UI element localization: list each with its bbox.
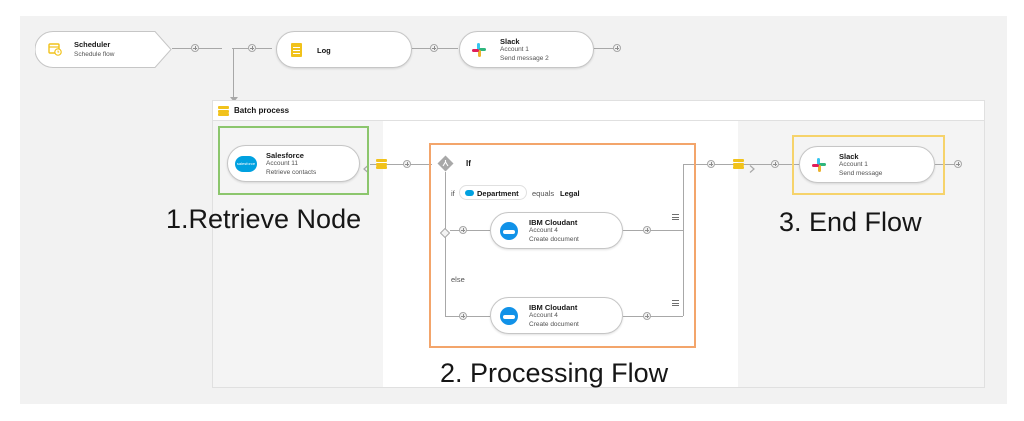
connector [623,316,683,317]
add-step-button[interactable] [707,160,715,168]
slack-title: Slack [500,37,520,46]
salesforce-cloud-icon [465,190,474,196]
if-label: If [466,159,471,168]
batch-process-header: Batch process [213,101,984,121]
branch-icon [437,155,454,172]
connector [233,48,234,100]
scheduler-node[interactable]: Scheduler Schedule flow [35,31,172,68]
chevron-right-icon [748,160,756,173]
processing-highlight-box [429,143,696,348]
add-step-button[interactable] [430,44,438,52]
add-step-button[interactable] [403,160,411,168]
scheduler-subtitle: Schedule flow [74,51,115,58]
batch-layers-icon [376,159,387,169]
log-title: Log [317,46,331,55]
cloudant-node-else[interactable]: IBM Cloudant Account 4 Create document [490,297,623,334]
cloudant-title: IBM Cloudant [529,218,578,227]
condition-operator: equals [532,189,555,198]
batch-layers-icon [218,106,229,116]
condition-prefix: if [451,189,455,198]
add-step-button[interactable] [459,226,467,234]
connector-arrow [230,97,238,102]
chevron-left-icon [362,160,370,173]
slack-end-title: Slack [839,152,859,161]
condition-field: Department [477,189,519,198]
slack-action: Send message 2 [500,55,549,62]
slack-account: Account 1 [500,46,529,53]
cloudant-title: IBM Cloudant [529,303,578,312]
connector [370,164,432,165]
scheduler-title: Scheduler [74,40,111,49]
salesforce-account: Account 11 [266,160,299,167]
scheduler-node-shape [35,31,172,68]
add-step-button[interactable] [643,226,651,234]
slack-node[interactable]: Slack Account 1 Send message 2 [459,31,594,68]
document-icon [291,43,302,57]
cloudant-node-if[interactable]: IBM Cloudant Account 4 Create document [490,212,623,249]
add-step-button[interactable] [459,312,467,320]
if-diamond[interactable] [437,155,454,172]
salesforce-node[interactable]: salesforce Salesforce Account 11 Retriev… [227,145,360,182]
add-step-button[interactable] [771,160,779,168]
batch-layers-icon [733,159,744,169]
add-step-button[interactable] [248,44,256,52]
slack-end-node[interactable]: Slack Account 1 Send message [799,146,935,183]
slack-icon [812,158,826,172]
slack-end-account: Account 1 [839,161,868,168]
connector [445,316,490,317]
condition-value: Legal [560,189,580,198]
cloudant-account: Account 4 [529,312,558,319]
connector [623,230,683,231]
connector [594,48,614,49]
connector [450,230,490,231]
salesforce-cloud-icon: salesforce [235,156,257,172]
salesforce-logo-text: salesforce [236,161,256,166]
retrieve-highlight-box [218,126,369,195]
annotation-retrieve: 1.Retrieve Node [166,204,362,234]
cloudant-action: Create document [529,236,579,243]
else-label: else [451,275,465,284]
end-highlight-box [792,135,945,195]
add-step-button[interactable] [954,160,962,168]
annotation-processing: 2. Processing Flow [440,358,669,388]
merge-connector [683,164,684,316]
salesforce-title: Salesforce [266,151,304,160]
batch-process-title: Batch process [234,106,290,115]
list-icon[interactable] [672,214,679,220]
calendar-clock-icon [48,43,62,56]
add-step-button[interactable] [613,44,621,52]
cloudant-icon [500,222,518,240]
salesforce-action: Retrieve contacts [266,169,317,176]
branch-connector [445,172,446,316]
annotation-end: 3. End Flow [779,207,922,237]
connector [935,164,955,165]
condition-field-chip[interactable]: Department [459,185,527,200]
slack-end-action: Send message [839,170,883,177]
cloudant-action: Create document [529,321,579,328]
branch-diamond-small [439,225,451,239]
cloudant-account: Account 4 [529,227,558,234]
log-node[interactable]: Log [276,31,412,68]
add-step-button[interactable] [643,312,651,320]
cloudant-icon [500,307,518,325]
slack-icon [472,43,486,57]
list-icon[interactable] [672,300,679,306]
add-step-button[interactable] [191,44,199,52]
